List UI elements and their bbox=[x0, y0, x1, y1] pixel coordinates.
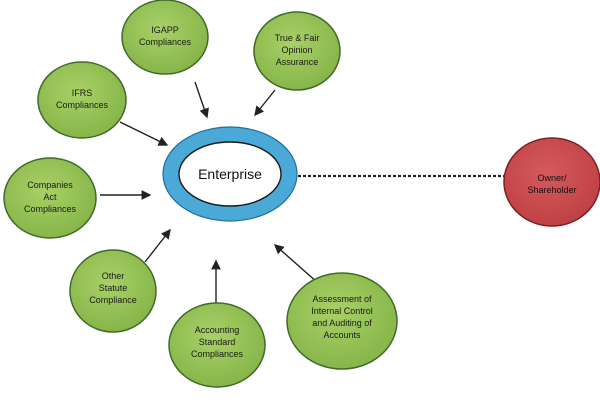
node-internal-control-line-4: Accounts bbox=[323, 330, 361, 340]
node-internal-control: Assessment of Internal Control and Audit… bbox=[286, 272, 398, 370]
node-ifrs: IFRS Compliances bbox=[37, 61, 127, 139]
node-ifrs-line-1: IFRS bbox=[72, 88, 93, 98]
node-internal-control-line-1: Assessment of bbox=[312, 294, 372, 304]
node-accounting-standard-line-3: Compliances bbox=[191, 349, 244, 359]
arrow-true-fair bbox=[254, 89, 276, 117]
owner-label-line-1: Owner/ bbox=[537, 173, 567, 183]
node-companies-act-line-1: Companies bbox=[27, 180, 73, 190]
node-companies-act-line-2: Act bbox=[43, 192, 57, 202]
arrow-other-statute bbox=[144, 228, 171, 263]
node-accounting-standard-line-1: Accounting bbox=[195, 325, 240, 335]
node-other-statute-line-3: Compliance bbox=[89, 295, 137, 305]
node-accounting-standard: Accounting Standard Compliances bbox=[168, 302, 266, 388]
node-true-fair-line-2: Opinion bbox=[281, 45, 312, 55]
node-other-statute: Other Statute Compliance bbox=[69, 249, 157, 333]
node-internal-control-line-2: Internal Control bbox=[311, 306, 373, 316]
arrow-ifrs bbox=[119, 121, 169, 146]
node-true-fair-line-3: Assurance bbox=[276, 57, 319, 67]
node-accounting-standard-line-2: Standard bbox=[199, 337, 236, 347]
node-ifrs-line-2: Compliances bbox=[56, 100, 109, 110]
arrow-igapp bbox=[194, 81, 209, 119]
node-companies-act: Companies Act Compliances bbox=[3, 157, 97, 239]
node-other-statute-line-1: Other bbox=[102, 271, 125, 281]
owner-label-line-2: Shareholder bbox=[527, 185, 576, 195]
node-igapp-line-1: IGAPP bbox=[151, 25, 179, 35]
node-internal-control-line-3: and Auditing of bbox=[312, 318, 372, 328]
arrow-internal-control bbox=[273, 244, 319, 284]
node-true-fair: True & Fair Opinion Assurance bbox=[253, 11, 341, 91]
node-true-fair-line-1: True & Fair bbox=[275, 33, 320, 43]
enterprise-label: Enterprise bbox=[198, 166, 262, 182]
node-igapp: IGAPP Compliances bbox=[121, 0, 209, 75]
node-companies-act-line-3: Compliances bbox=[24, 204, 77, 214]
node-other-statute-line-2: Statute bbox=[99, 283, 128, 293]
owner-shareholder-node: Owner/ Shareholder bbox=[503, 137, 600, 227]
enterprise-node: Enterprise bbox=[162, 126, 298, 222]
node-igapp-line-2: Compliances bbox=[139, 37, 192, 47]
